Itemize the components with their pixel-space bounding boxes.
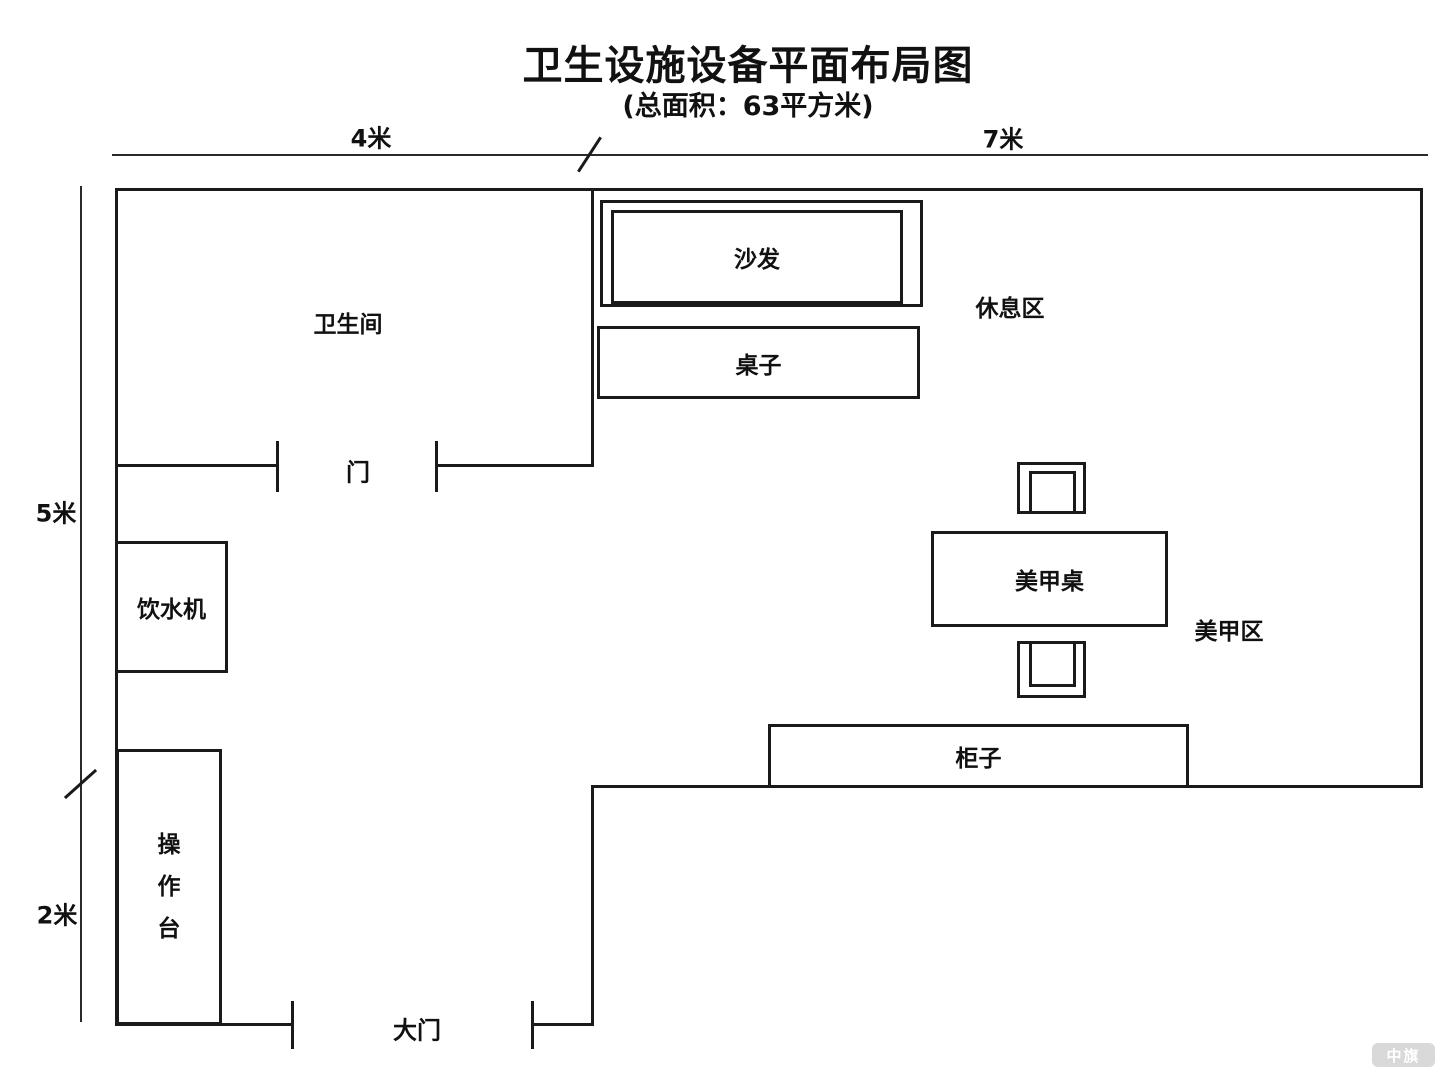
manicure-chair-bottom	[1017, 641, 1086, 698]
water-dispenser: 饮水机	[115, 541, 228, 673]
wall-bottom-right-of-entrance	[531, 1023, 594, 1026]
sofa: 沙发	[600, 200, 923, 307]
rest-area-label: 休息区	[975, 296, 1045, 322]
main-entrance-label: 大门	[393, 1016, 441, 1045]
bathroom-door-jamb-right	[435, 441, 438, 492]
page-subtitle: (总面积：63平方米)	[622, 91, 874, 122]
wall-step	[591, 785, 594, 1026]
cabinet: 柜子	[768, 724, 1189, 788]
wall-top	[115, 188, 1423, 191]
bathroom-door-label: 门	[346, 458, 370, 487]
tea-table: 桌子	[597, 326, 920, 399]
manicure-chair-bottom-seat	[1029, 644, 1076, 687]
operation-counter-label: 操作台	[157, 832, 181, 942]
main-entrance-jamb-right	[531, 1001, 534, 1049]
sofa-seat: 沙发	[611, 210, 903, 304]
manicure-chair-top	[1017, 462, 1086, 514]
bathroom-partition-left-of-door	[115, 464, 278, 467]
manicure-chair-top-seat	[1029, 471, 1076, 511]
dimension-label-7m: 7米	[982, 125, 1024, 154]
sofa-label: 沙发	[734, 247, 780, 273]
left-dimension-line	[80, 186, 82, 1022]
bathroom-door-jamb-left	[276, 441, 279, 492]
bathroom-area-label: 卫生间	[313, 312, 383, 338]
wall-right	[1420, 188, 1423, 788]
bathroom-partition-right-of-door	[436, 464, 594, 467]
operation-counter: 操作台	[116, 749, 222, 1025]
main-entrance-jamb-left	[291, 1001, 294, 1049]
bathroom-partition-vertical	[591, 188, 594, 467]
manicure-area-label: 美甲区	[1194, 619, 1264, 645]
page-title: 卫生设施设备平面布局图	[522, 43, 974, 89]
dimension-label-2m: 2米	[36, 901, 78, 930]
manicure-table-label: 美甲桌	[1015, 569, 1084, 595]
tea-table-label: 桌子	[735, 352, 782, 379]
watermark-badge: 中旗	[1372, 1043, 1435, 1067]
water-dispenser-label: 饮水机	[137, 597, 206, 623]
cabinet-label: 柜子	[955, 746, 1002, 772]
dimension-label-5m: 5米	[35, 499, 77, 528]
watermark-text: 中旗	[1386, 1046, 1421, 1065]
dimension-label-4m: 4米	[350, 124, 392, 153]
manicure-table: 美甲桌	[931, 531, 1168, 627]
top-dimension-line	[112, 154, 1428, 156]
